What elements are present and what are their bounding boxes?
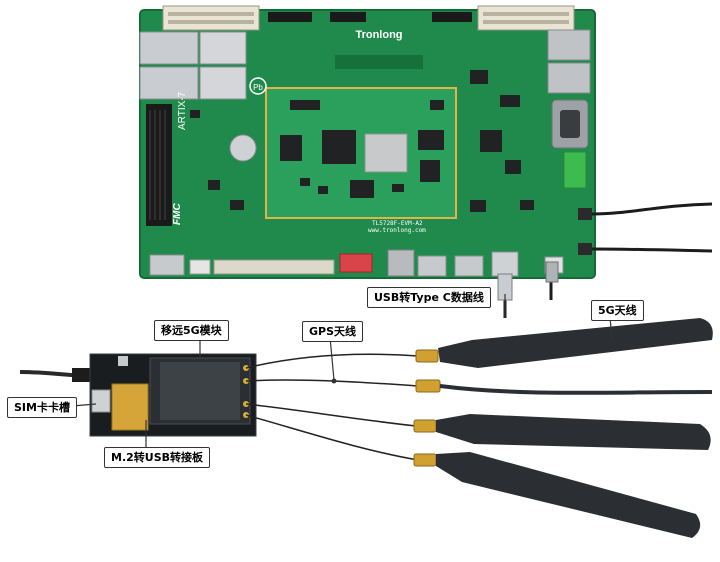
sim-slot-label: SIM卡卡槽 bbox=[7, 397, 77, 418]
sma-connectors bbox=[413, 349, 441, 467]
antenna-5g-2 bbox=[436, 414, 711, 450]
m2-usb-adapter-label: M.2转USB转接板 bbox=[104, 447, 211, 468]
board-model-text: TL5728F-EVM-A2 bbox=[372, 220, 423, 227]
gps-antenna-label: GPS天线 bbox=[302, 321, 364, 342]
gps-antenna-tail bbox=[439, 384, 713, 395]
antenna-5g-3 bbox=[436, 452, 701, 538]
usb-typec-cable-label: USB转Type C数据线 bbox=[367, 287, 491, 308]
evaluation-board: Tronlong Pb ARTIX-7 FMC TL5728F-EVM-A2 w… bbox=[139, 5, 596, 279]
fmc-silkscreen: FMC bbox=[172, 203, 183, 225]
board-url-text: www.tronlong.com bbox=[368, 227, 426, 234]
5g-antenna-label: 5G天线 bbox=[591, 300, 644, 321]
artix-silkscreen: ARTIX-7 bbox=[177, 91, 188, 130]
quectel-5g-module bbox=[149, 357, 251, 425]
antenna-5g-1 bbox=[438, 318, 713, 368]
pb-mark-text: Pb bbox=[253, 83, 263, 92]
rf-cables bbox=[245, 353, 419, 461]
5g-module-label: 移远5G模块 bbox=[154, 320, 229, 341]
board-brand-text: Tronlong bbox=[355, 29, 402, 41]
